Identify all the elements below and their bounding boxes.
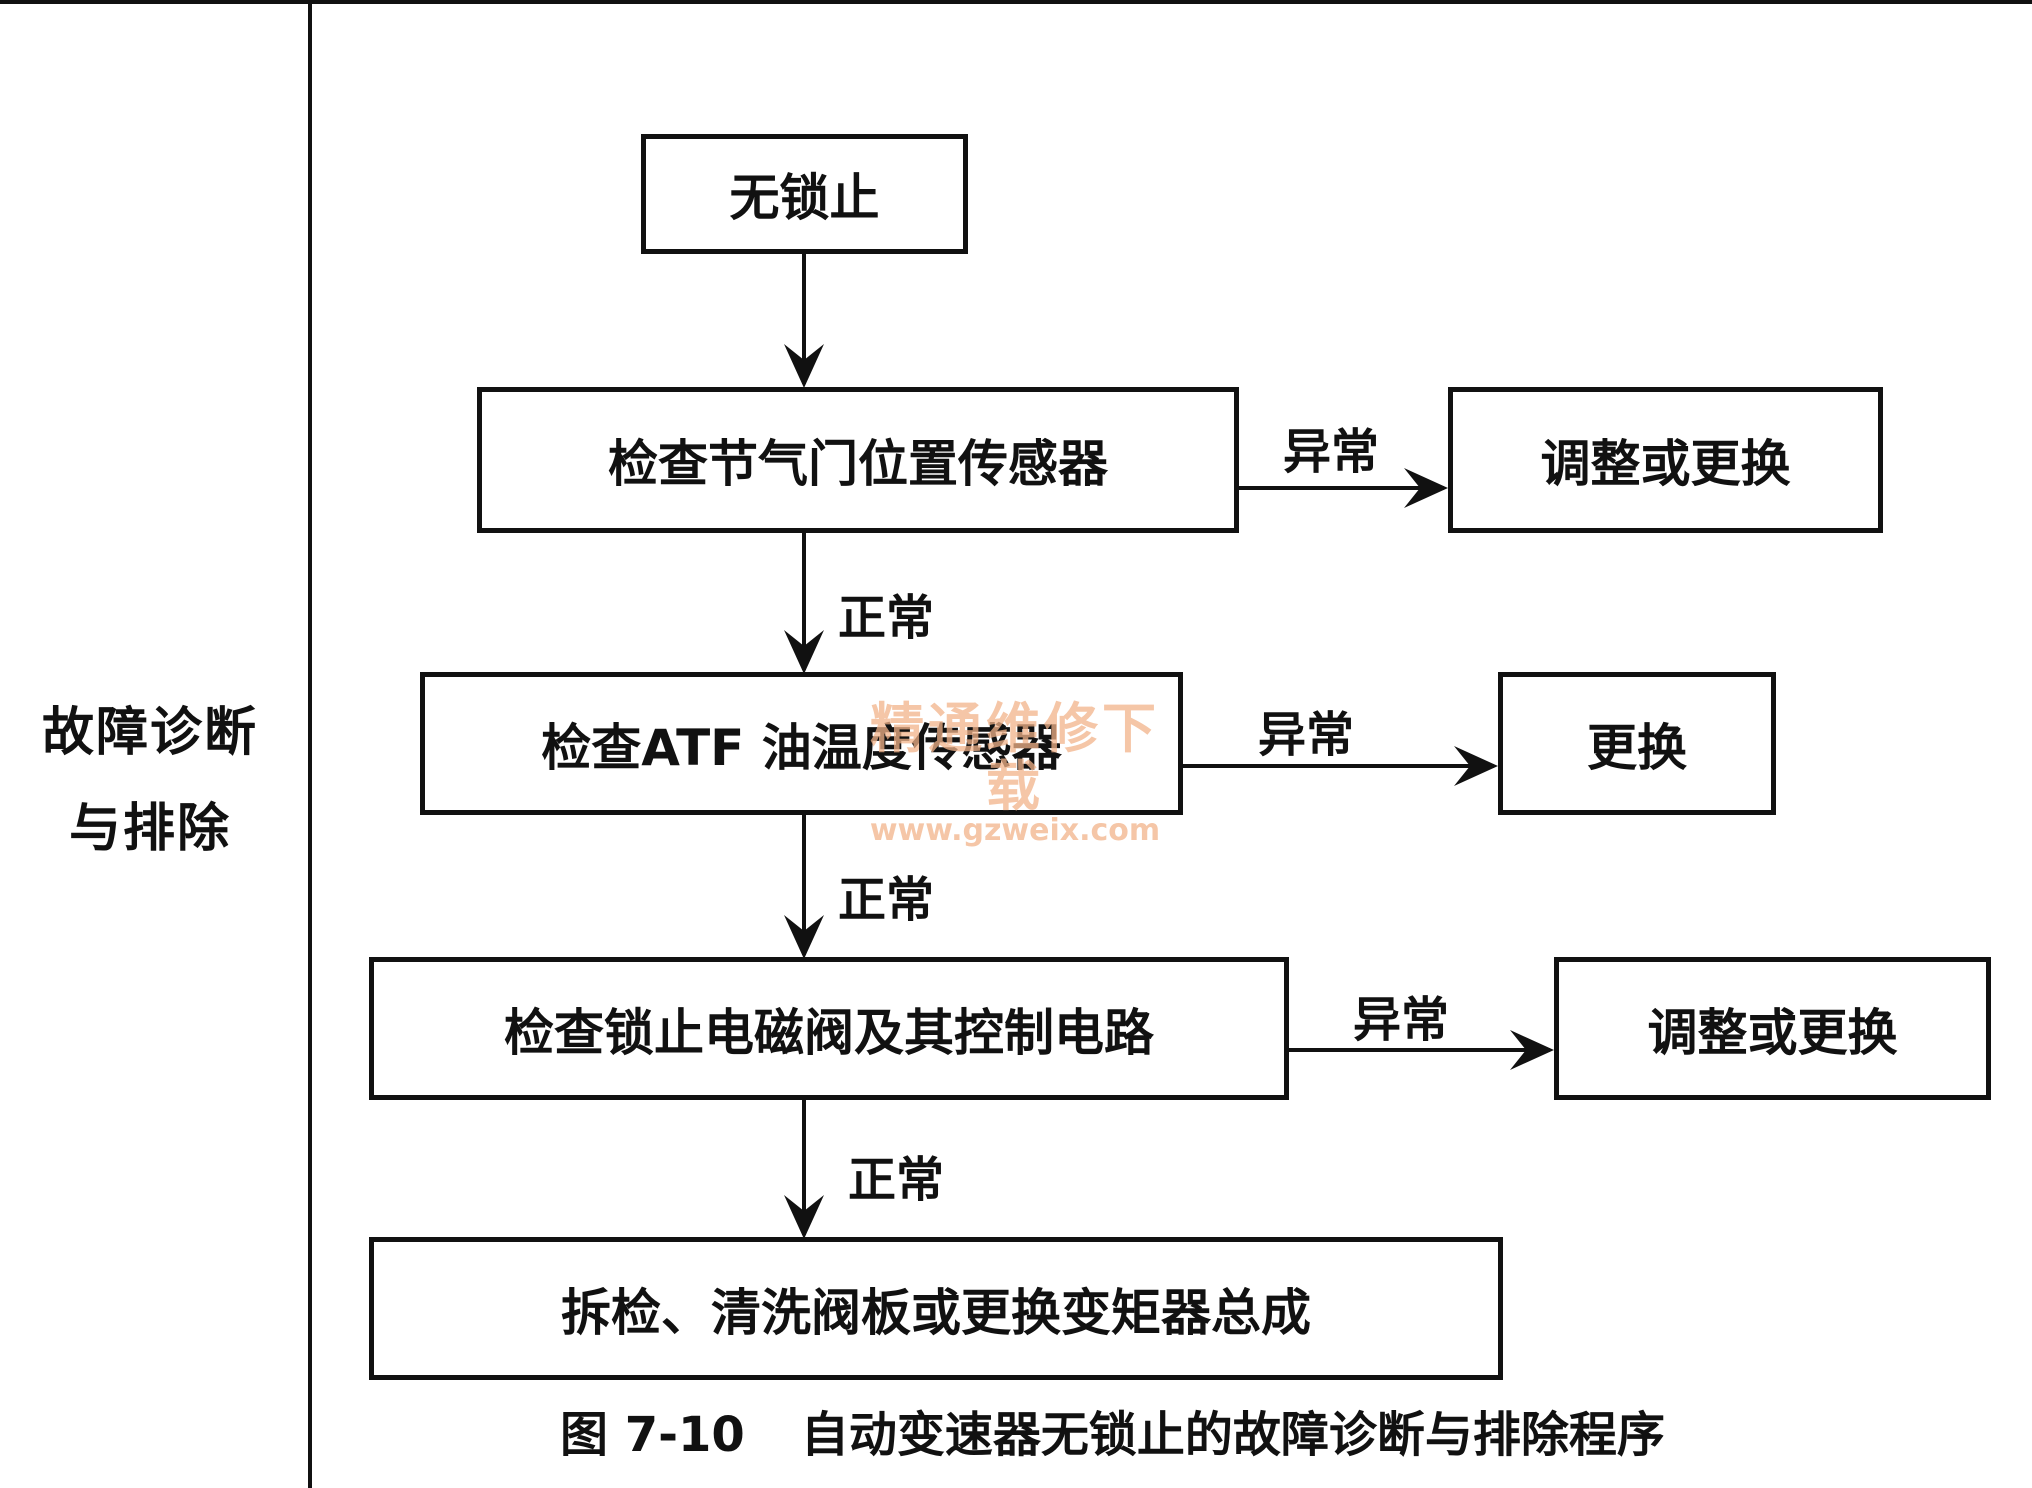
edge-label-abnormal-1: 异常	[1283, 424, 1380, 480]
figure-caption: 图 7-10 自动变速器无锁止的故障诊断与排除程序	[560, 1395, 1665, 1465]
node-check-throttle-position-sensor: 检查节气门位置传感器	[477, 387, 1239, 533]
node-replace: 更换	[1498, 672, 1776, 815]
column-divider	[308, 0, 312, 1488]
figure-number: 图 7-10	[560, 1407, 745, 1463]
edge-label-normal-3: 正常	[848, 1152, 945, 1208]
section-label-line-2: 与排除	[68, 799, 231, 859]
section-label-line-1: 故障诊断	[41, 703, 258, 763]
node-check-lockup-solenoid-circuit: 检查锁止电磁阀及其控制电路	[369, 957, 1289, 1100]
figure-title: 自动变速器无锁止的故障诊断与排除程序	[800, 1407, 1665, 1463]
node-disassemble-clean-replace: 拆检、清洗阀板或更换变矩器总成	[369, 1237, 1503, 1380]
edge-label-normal-2: 正常	[838, 872, 935, 928]
edge-label-normal-1: 正常	[838, 590, 935, 646]
node-adjust-or-replace-1: 调整或更换	[1448, 387, 1883, 533]
section-label: 故障诊断 与排除	[30, 685, 270, 877]
node-no-lockup: 无锁止	[641, 134, 968, 254]
top-rule	[0, 0, 2032, 4]
node-check-atf-temp-sensor: 检查ATF 油温度传感器	[420, 672, 1183, 815]
edge-label-abnormal-2: 异常	[1258, 707, 1355, 763]
edge-label-abnormal-3: 异常	[1353, 992, 1450, 1048]
node-adjust-or-replace-2: 调整或更换	[1554, 957, 1991, 1100]
